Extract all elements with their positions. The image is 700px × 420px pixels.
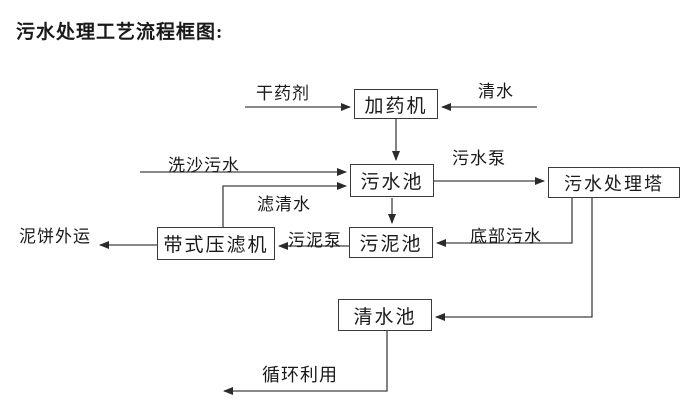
node-sewage-pool: 污水池	[350, 164, 434, 197]
edge-label-bottom-sewage: 底部污水	[470, 227, 542, 246]
edge-label-sludge-pump: 污泥泵	[288, 231, 342, 250]
edge-label-mud-cake-out: 泥饼外运	[19, 227, 91, 246]
node-dosing-machine-label: 加药机	[364, 95, 428, 117]
node-treatment-tower: 污水处理塔	[548, 167, 680, 198]
edge-label-clean-water: 清水	[478, 82, 514, 101]
edge-label-filtered-water: 滤清水	[257, 195, 311, 214]
node-sludge-pool: 污泥池	[349, 227, 433, 258]
node-sewage-pool-label: 污水池	[360, 172, 424, 193]
diagram-title: 污水处理工艺流程框图:	[16, 22, 224, 43]
node-clean-water-pool-label: 清水池	[353, 306, 417, 328]
edge-filtered-water-to-sewage-pool	[222, 182, 347, 227]
node-treatment-tower-label: 污水处理塔	[564, 173, 664, 194]
edge-bottom-sewage-to-sludge-pool	[436, 198, 573, 247]
edge-clean-pool-to-recycle	[223, 331, 388, 395]
node-clean-water-pool: 清水池	[338, 299, 432, 331]
edge-label-sand-wash-sewage: 洗沙污水	[168, 156, 240, 175]
edge-label-sewage-pump: 污水泵	[452, 149, 506, 168]
edge-label-recycle-use: 循环利用	[262, 365, 338, 385]
node-belt-press-label: 带式压滤机	[163, 235, 269, 256]
node-sludge-pool-label: 污泥池	[359, 234, 423, 255]
edge-tower-to-clean-pool	[435, 198, 593, 321]
node-belt-press: 带式压滤机	[157, 227, 275, 260]
node-dosing-machine: 加药机	[354, 89, 438, 119]
edge-label-dry-agent: 干药剂	[256, 84, 310, 103]
